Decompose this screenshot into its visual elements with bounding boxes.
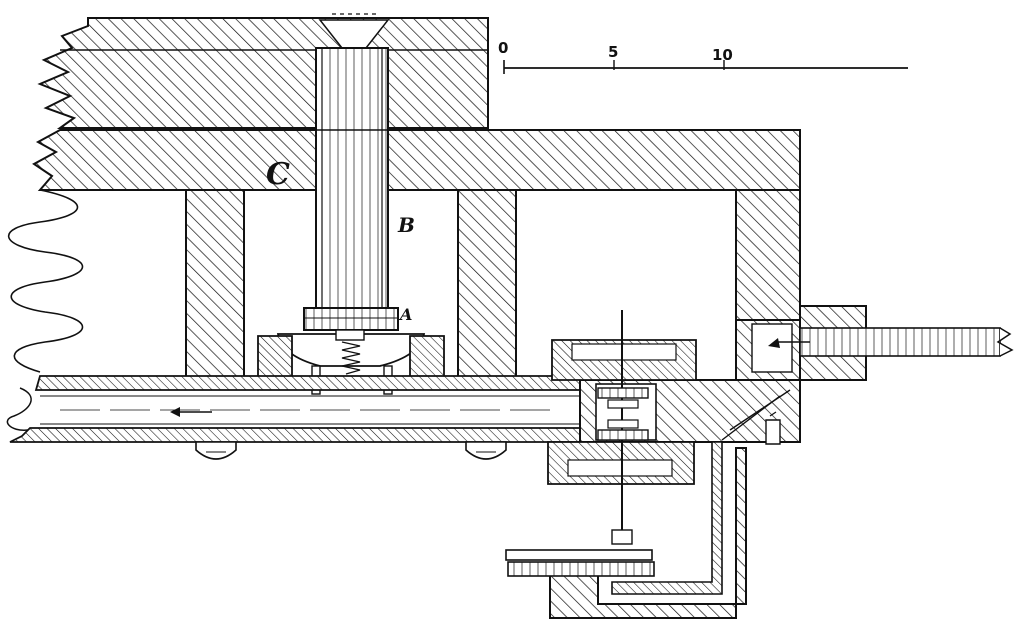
frame-top-beam (32, 129, 801, 191)
right-post (735, 189, 801, 321)
scale-tick-label: 5 (608, 43, 618, 61)
flow-arrow-left-icon (170, 407, 212, 417)
valve-spindle (597, 310, 649, 545)
valve-upper-cap (551, 339, 697, 381)
outlet-tube (549, 389, 791, 619)
horizontal-channel (6, 375, 591, 443)
label-a: A (398, 305, 412, 324)
label-c: C (266, 157, 290, 192)
break-line (7, 189, 83, 373)
mount-bolt-left-icon (195, 441, 237, 460)
left-post (185, 189, 245, 379)
drain-valve-icon (765, 411, 781, 445)
scale-bar: 0 5 10 (498, 39, 908, 74)
bell-valve (276, 329, 426, 375)
scale-tick-label: 0 (498, 39, 508, 57)
pipe-b (315, 13, 390, 311)
spring-icon (341, 341, 361, 375)
bell-housing-right (409, 335, 445, 379)
inlet-pipe (799, 305, 1014, 381)
middle-post (457, 189, 517, 379)
flow-arrow-inlet-icon (768, 338, 810, 348)
mount-bolt-right-icon (465, 441, 507, 460)
pulley-disc (505, 549, 655, 577)
bell-housing-left (257, 335, 293, 379)
gear-icon (597, 429, 649, 441)
scale-tick-label: 10 (712, 46, 733, 64)
gear-icon (597, 387, 649, 399)
ring-a (303, 307, 399, 331)
label-b: B (397, 213, 415, 237)
ceiling-block (37, 17, 489, 129)
